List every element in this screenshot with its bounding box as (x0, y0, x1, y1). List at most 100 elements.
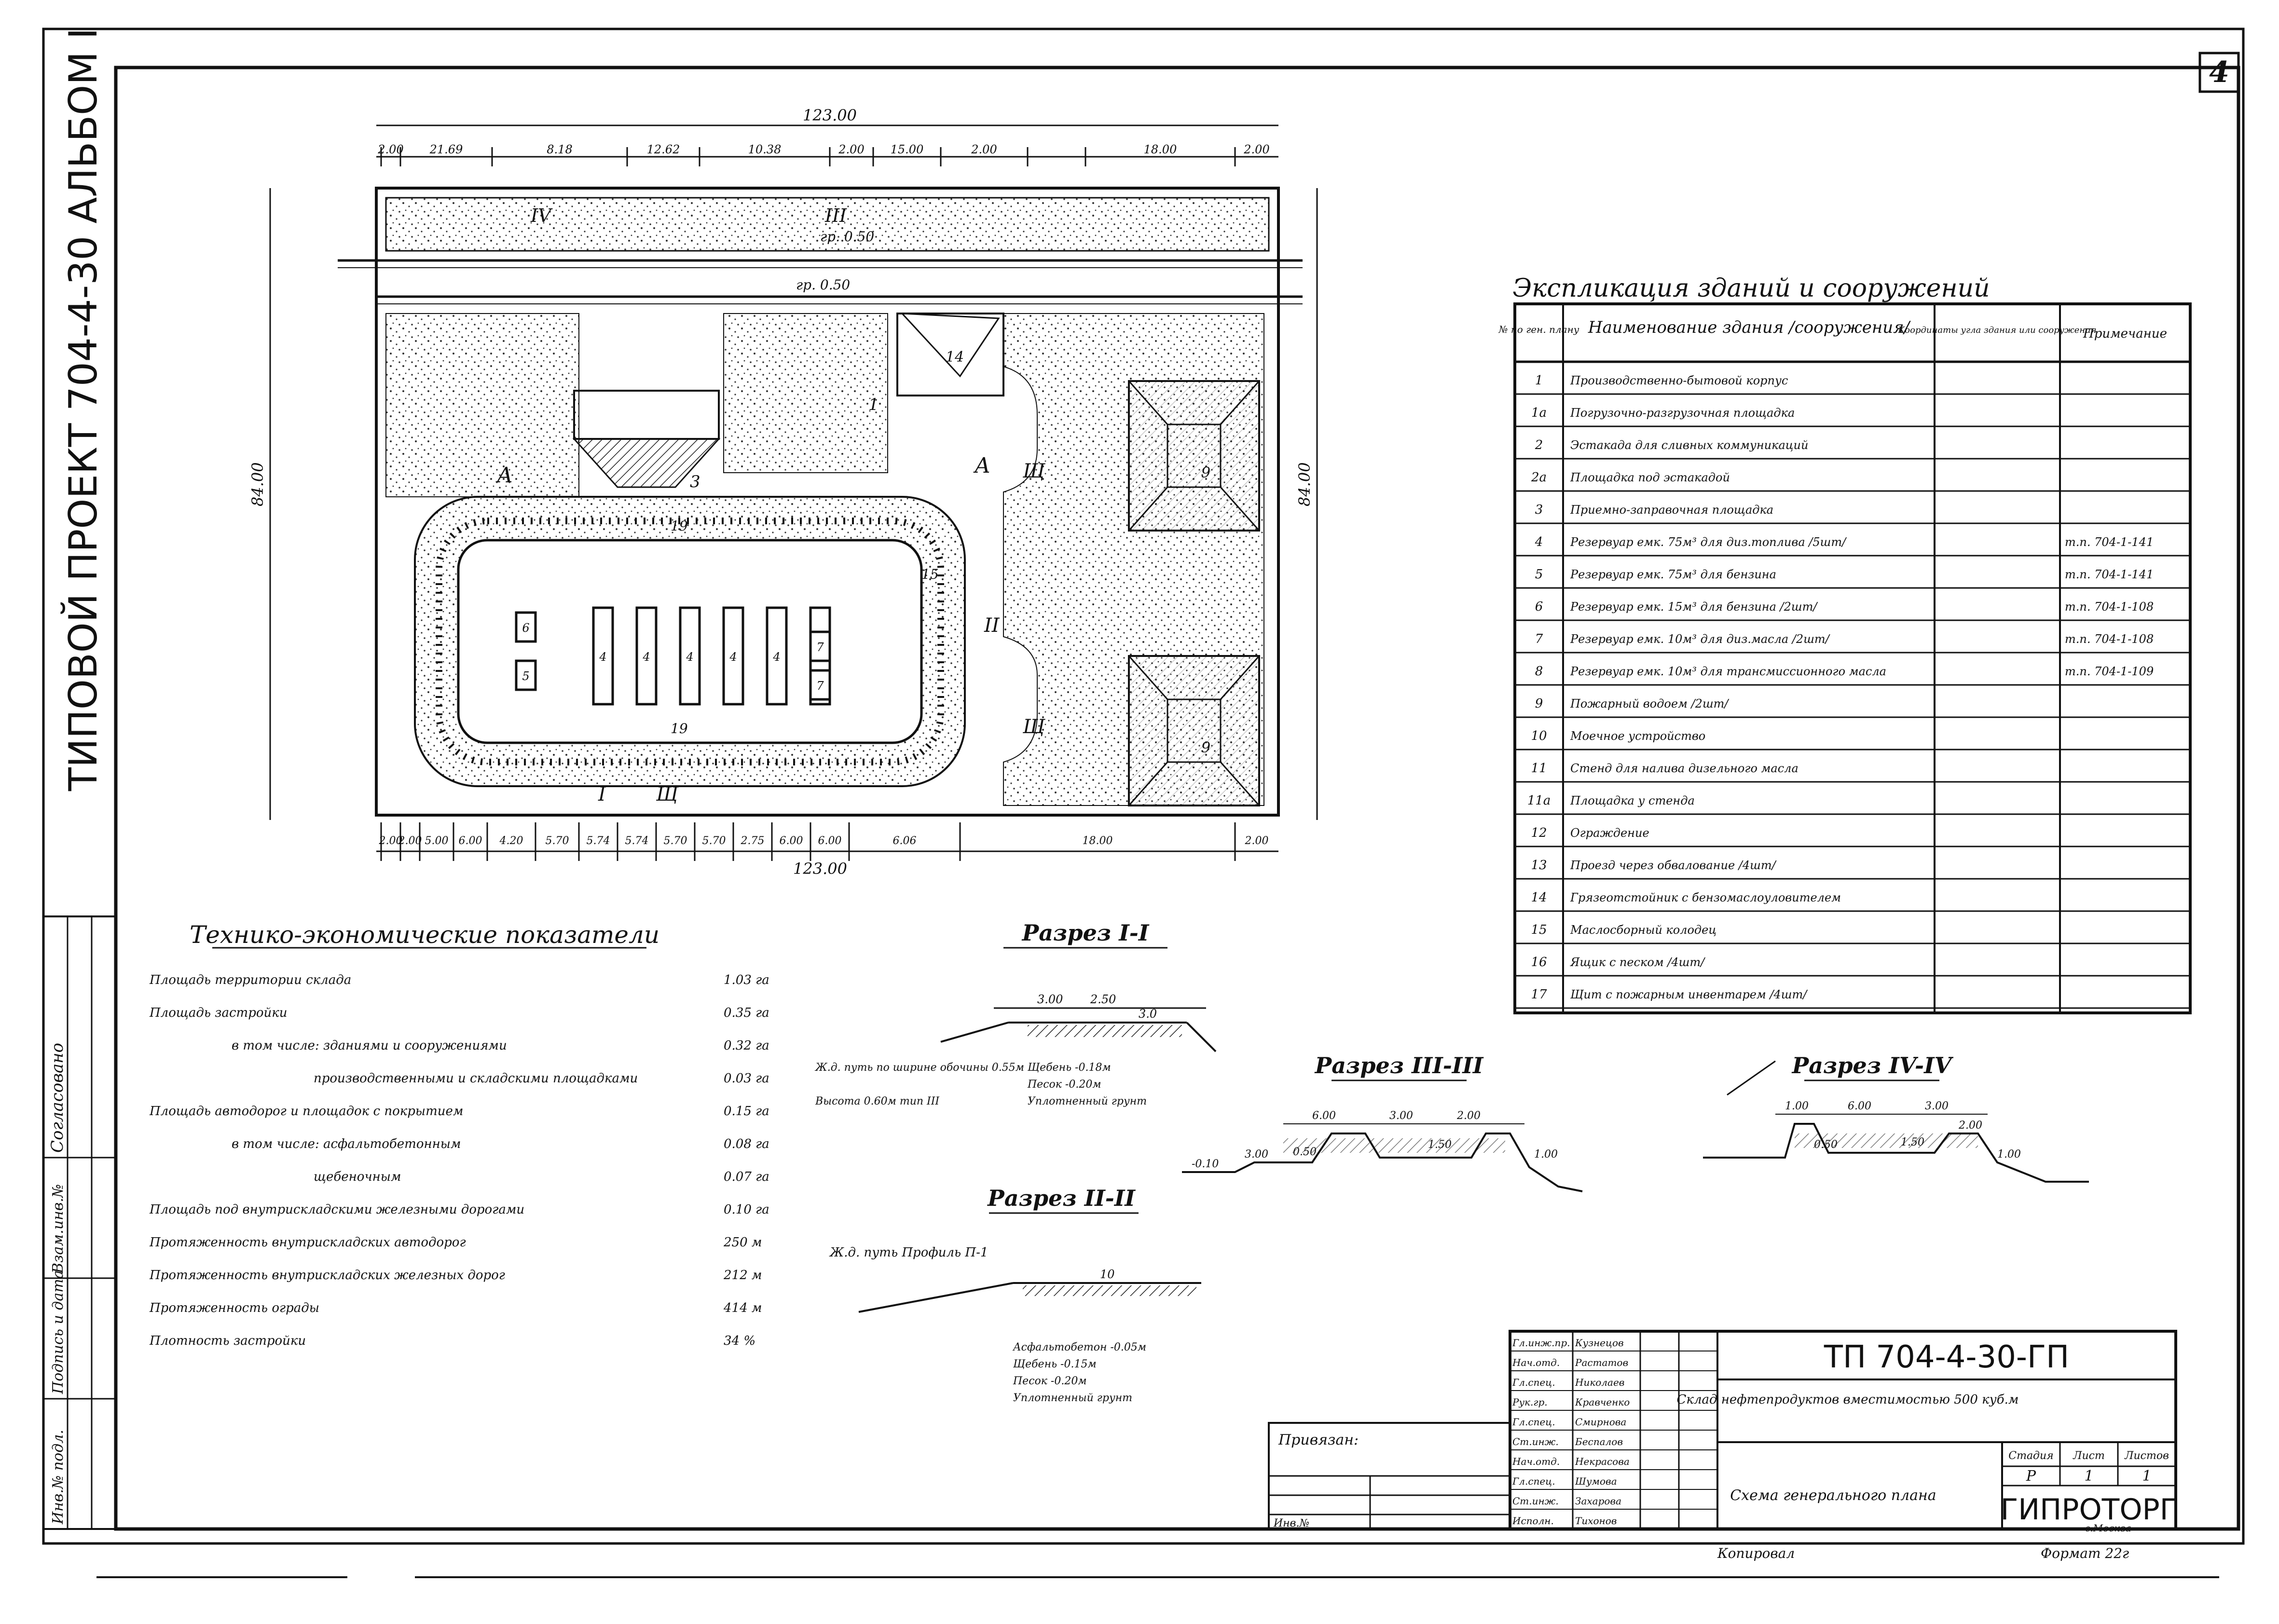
explication-name: Щит с пожарным инвентарем /4шт/ (1570, 988, 1808, 1001)
dim-label: 5.70 (664, 835, 687, 847)
tank-label: 4 (686, 650, 693, 664)
explication-name: Производственно-бытовой корпус (1570, 374, 1788, 387)
stamp-name: Тихонов (1575, 1515, 1617, 1527)
svg-text:Копировал: Копировал (1717, 1545, 1795, 1561)
svg-text:1.00: 1.00 (1997, 1148, 2021, 1160)
tep-label: Плотность застройки (149, 1334, 306, 1348)
tank (515, 611, 537, 643)
svg-text:14: 14 (946, 349, 964, 366)
tep-label: щебеночным (314, 1170, 401, 1184)
svg-text:Листов: Листов (2124, 1450, 2169, 1462)
svg-text:Координаты угла здания или соо: Координаты угла здания или сооружения (1897, 325, 2096, 335)
explication-num: 6 (1535, 600, 1543, 614)
dim-label: 2.00 (398, 835, 422, 847)
tank (635, 606, 658, 706)
svg-text:1.50: 1.50 (1901, 1136, 1924, 1148)
dim-label: 5.00 (425, 835, 449, 847)
inner-frame (114, 66, 2240, 1531)
svg-text:2.50: 2.50 (1090, 993, 1116, 1006)
explication-num: 10 (1531, 729, 1547, 743)
explication-title: Экспликация зданий и сооружений (1512, 274, 1990, 303)
svg-text:Уплотненный грунт: Уплотненный грунт (1013, 1392, 1132, 1404)
tep-label: Площадь территории склада (149, 973, 351, 987)
svg-text:2.00: 2.00 (1456, 1110, 1481, 1122)
svg-text:Инв.№: Инв.№ (1273, 1517, 1309, 1529)
svg-text:6.00: 6.00 (1848, 1100, 1871, 1112)
svg-text:Схема генерального плана: Схема генерального плана (1730, 1487, 1936, 1504)
stamp-name: Беспалов (1575, 1436, 1623, 1447)
svg-text:19: 19 (671, 518, 688, 534)
tank-label: 7 (816, 641, 824, 654)
section-1: Разрез I-I 3.00 2.50 3.0 Ж.д. путь по ши… (814, 920, 1217, 1107)
svg-text:Песок -0.20м: Песок -0.20м (1027, 1078, 1101, 1091)
svg-text:Разрез II-II: Разрез II-II (987, 1185, 1136, 1211)
svg-text:Ж.д. путь Профиль П-1: Ж.д. путь Профиль П-1 (829, 1245, 988, 1260)
explication-name: Стенд для налива дизельного масла (1570, 762, 1798, 775)
tank (809, 669, 831, 701)
svg-text:9: 9 (1201, 739, 1210, 756)
tep-label: в том числе: асфальтобетонным (232, 1137, 461, 1151)
explication-name: Приемно-заправочная площадка (1570, 503, 1773, 517)
svg-text:Склад нефтепродуктов вместимос: Склад нефтепродуктов вместимостью 500 ку… (1677, 1392, 2019, 1407)
svg-text:гр. 0.50: гр. 0.50 (820, 229, 874, 245)
svg-text:-0.10: -0.10 (1192, 1158, 1219, 1170)
tep-label: Площадь застройки (149, 1006, 288, 1020)
section-2: Разрез II-II 10 Ж.д. путь Профиль П-1 Ас… (829, 1185, 1201, 1404)
svg-text:IV: IV (530, 205, 553, 226)
tep-title: Технико-экономические показатели (190, 921, 659, 949)
tep-label: Протяженность внутрискладских автодорог (149, 1235, 466, 1250)
tank (809, 630, 831, 662)
explication-num: 11а (1527, 793, 1551, 808)
svg-text:3.00: 3.00 (1037, 993, 1063, 1006)
tep-block: Технико-экономические показатели Площадь… (149, 921, 769, 1348)
explication-num: 14 (1531, 890, 1547, 905)
stamp-name: Некрасова (1575, 1456, 1630, 1467)
tep-label: производственными и складскими площадкам… (314, 1071, 638, 1086)
dim-label: 2.75 (741, 835, 765, 847)
explication-name: Резервуар емк. 75м³ для диз.топлива /5шт… (1570, 535, 1847, 549)
svg-text:Песок -0.20м: Песок -0.20м (1013, 1375, 1087, 1387)
svg-text:Разрез III-III: Разрез III-III (1314, 1052, 1484, 1078)
svg-text:Высота 0.60м тип III: Высота 0.60м тип III (815, 1095, 940, 1107)
svg-text:1: 1 (2084, 1468, 2093, 1485)
svg-text:84.00: 84.00 (1295, 462, 1314, 506)
explication-name: Проезд через обвалование /4шт/ (1570, 859, 1777, 872)
svg-text:123.00: 123.00 (803, 106, 857, 124)
tep-value: 212 м (723, 1268, 762, 1283)
explication-num: 15 (1531, 923, 1547, 937)
tep-value: 0.32 га (724, 1038, 769, 1053)
stamp-name: Кузнецов (1575, 1337, 1624, 1349)
svg-text:г.Москва: г.Москва (2085, 1522, 2131, 1534)
svg-text:3.00: 3.00 (1389, 1110, 1413, 1122)
explication-note: т.п. 704-1-108 (2065, 632, 2154, 646)
stamp-role: Ст.инж. (1512, 1495, 1559, 1507)
outer-frame (42, 27, 2245, 1545)
explication-name: Погрузочно-разгрузочная площадка (1570, 406, 1795, 420)
svg-text:Подпись и дата: Подпись и дата (50, 1270, 67, 1394)
svg-text:Формат 22г: Формат 22г (2041, 1545, 2129, 1561)
explication-num: 4 (1535, 535, 1543, 549)
svg-text:Уплотненный грунт: Уплотненный грунт (1028, 1095, 1147, 1107)
svg-text:3.00: 3.00 (1925, 1100, 1949, 1112)
explication-num: 1а (1531, 406, 1547, 420)
tep-value: 0.07 га (724, 1170, 769, 1184)
svg-text:III: III (824, 205, 847, 226)
explication-table: Экспликация зданий и сооружений № по ген… (1498, 274, 2192, 1014)
explication-num: 13 (1531, 858, 1547, 873)
stamp-name: Кравченко (1575, 1396, 1630, 1408)
explication-num: 2а (1531, 470, 1547, 485)
explication-name: Площадка под эстакадой (1570, 471, 1730, 484)
tep-label: Протяженность ограды (149, 1301, 319, 1315)
stamp-role: Гл.спец. (1512, 1416, 1555, 1428)
dim-label: 2.00 (1243, 143, 1269, 156)
svg-text:1.00: 1.00 (1534, 1148, 1558, 1160)
dim-label: 12.62 (647, 143, 680, 156)
dim-label: 6.06 (893, 835, 917, 847)
tep-label: Площадь под внутрискладскими железными д… (149, 1202, 524, 1217)
org-logo: ГИПРОТОРГ (2001, 1493, 2178, 1527)
dim-label: 2.00 (1245, 835, 1269, 847)
